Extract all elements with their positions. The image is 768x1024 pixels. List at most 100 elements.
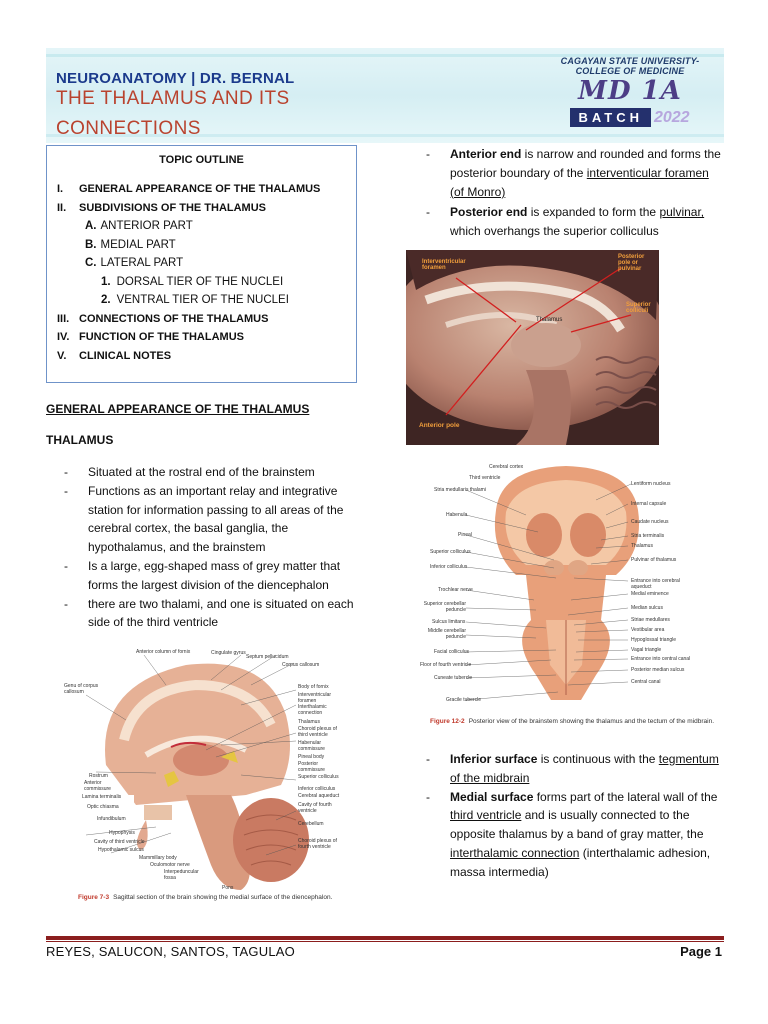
figure-label: Cerebral cortex xyxy=(489,464,524,470)
figure-label: Optic chiasma xyxy=(87,804,119,810)
thalamus-dissection-photo: Interventricular foramen Posterior pole … xyxy=(406,250,659,445)
figure-label: Interpeduncular fossa xyxy=(164,869,199,881)
figure-label: Hypothalamic sulcus xyxy=(98,847,144,853)
page-header: NEUROANATOMY | DR. BERNAL THE THALAMUS A… xyxy=(46,48,724,143)
section-subheading: THALAMUS xyxy=(46,433,114,447)
outline-item: III.CONNECTIONS OF THE THALAMUS xyxy=(57,312,269,325)
figure-label: Interthalamic connection xyxy=(298,704,327,716)
list-item: -Functions as an important relay and int… xyxy=(64,483,344,555)
figure-label: Medial eminence xyxy=(631,591,669,597)
figure-label: Habenular commissure xyxy=(298,740,325,752)
page-title-line2: CONNECTIONS xyxy=(56,118,201,139)
figure-label: Hypoglossal triangle xyxy=(631,637,677,643)
thalamus-surfaces-bullets: - Inferior surface is continuous with th… xyxy=(424,750,724,882)
header-decoration xyxy=(46,54,724,57)
list-item: - Anterior end is narrow and rounded and… xyxy=(426,147,721,199)
term-link: tegmentum of the midbrain xyxy=(450,752,719,785)
figure-label: Internal capsule xyxy=(631,501,667,507)
outline-subsubitem: 2.VENTRAL TIER OF THE NUCLEI xyxy=(101,294,289,306)
course-name: NEUROANATOMY | DR. BERNAL xyxy=(56,70,295,87)
thalamus-ends-bullets: - Anterior end is narrow and rounded and… xyxy=(424,145,724,241)
page-number: Page 1 xyxy=(680,944,722,959)
figure-caption-text: Sagittal section of the brain showing th… xyxy=(113,894,333,901)
outline-item: V.CLINICAL NOTES xyxy=(57,349,172,362)
figure-label: Third ventricle xyxy=(469,475,501,481)
figure-label: Lamina terminalis xyxy=(82,794,122,800)
list-item: - Posterior end is expanded to form the … xyxy=(426,205,705,239)
figure-label: Genu of corpus callosum xyxy=(64,683,99,695)
figure-label: Floor of fourth ventricle xyxy=(420,662,472,668)
figure-label: Cerebellum xyxy=(298,821,324,827)
term-link: interthalamic connection xyxy=(450,845,580,860)
footer-rule xyxy=(46,936,724,940)
figure-label: Vagal triangle xyxy=(631,647,662,653)
figure-label: Entrance into central canal xyxy=(631,656,691,662)
figure-label: Pons xyxy=(222,885,234,891)
figure-label: Posterior commissure xyxy=(298,761,325,773)
figure-label: Oculomotor nerve xyxy=(150,862,190,868)
figure-label: Superior colliculus xyxy=(430,549,471,555)
batch-logo: CAGAYAN STATE UNIVERSITY-COLLEGE OF MEDI… xyxy=(542,56,718,136)
figure-label: Choroid plexus of fourth ventricle xyxy=(298,838,337,850)
topic-outline: TOPIC OUTLINE I.GENERAL APPEARANCE OF TH… xyxy=(46,145,357,383)
figure-label: Thalamus xyxy=(298,719,320,725)
figure-label: Pineal body xyxy=(298,754,325,760)
outline-subitem: A.ANTERIOR PART xyxy=(85,220,193,232)
figure-number: Figure 12-2 xyxy=(430,718,465,725)
term-link: pulvinar, xyxy=(659,205,705,220)
figure-label: Superior cerebellar peduncle xyxy=(423,601,466,613)
header-decoration xyxy=(46,134,724,137)
figure-label: Hypophysis xyxy=(109,830,135,836)
outline-title: TOPIC OUTLINE xyxy=(159,154,244,166)
section-heading: GENERAL APPEARANCE OF THE THALAMUS xyxy=(46,402,310,416)
brainstem-figure: Cerebral cortex Third ventricle Stria me… xyxy=(406,460,724,740)
figure-label: Choroid plexus of third ventricle xyxy=(298,726,337,738)
figure-label: Inferior colliculus xyxy=(298,786,336,792)
brainstem-illustration xyxy=(406,460,724,715)
school-name: CAGAYAN STATE UNIVERSITY-COLLEGE OF MEDI… xyxy=(560,56,700,76)
batch-label: BATCH xyxy=(570,108,651,127)
figure-label: Trochlear nerve xyxy=(438,587,473,593)
logo-text: MD 1A xyxy=(578,76,682,106)
thalamus-bullets: -Situated at the rostral end of the brai… xyxy=(62,463,362,632)
figure-label: Mammillary body xyxy=(139,855,177,861)
outline-subsubitem: 1.DORSAL TIER OF THE NUCLEI xyxy=(101,275,284,288)
photo-label: Superior colliculi xyxy=(626,302,651,314)
figure-label: Central canal xyxy=(631,679,661,685)
figure-label: Anterior commissure xyxy=(84,780,111,792)
figure-number: Figure 7-3 xyxy=(78,894,110,901)
sagittal-illustration xyxy=(46,645,358,907)
photo-label: Anterior pole xyxy=(419,422,460,429)
figure-label: Infundibulum xyxy=(97,816,126,822)
outline-item: II.SUBDIVISIONS OF THE THALAMUS xyxy=(57,201,267,214)
list-item: -Situated at the rostral end of the brai… xyxy=(64,465,315,479)
list-item: - Medial surface forms part of the later… xyxy=(426,789,718,879)
figure-label: Gracile tubercle xyxy=(446,697,482,703)
dissection-photo-image xyxy=(406,250,659,445)
figure-label: Median sulcus xyxy=(631,605,663,611)
figure-caption-text: Posterior view of the brainstem showing … xyxy=(468,718,715,725)
figure-label: Stria medullaris thalami xyxy=(434,487,486,493)
outline-item: IV.FUNCTION OF THE THALAMUS xyxy=(57,331,244,343)
figure-label: Anterior column of fornix xyxy=(136,649,191,655)
photo-label: Interventricular foramen xyxy=(422,259,466,271)
figure-label: Inferior colliculus xyxy=(430,564,468,570)
figure-label: Caudate nucleus xyxy=(631,519,669,525)
outline-subitem: C.LATERAL PART xyxy=(85,257,184,269)
figure-label: Middle cerebellar peduncle xyxy=(427,628,466,640)
sagittal-section-figure: Anterior column of fornix Cingulate gyru… xyxy=(46,645,358,907)
figure-label: Lentiform nucleus xyxy=(631,481,671,487)
figure-label: Striae medullares xyxy=(631,617,670,623)
figure-label: Cuneate tubercle xyxy=(434,675,473,681)
figure-label: Cavity of third ventricle xyxy=(94,839,145,845)
figure-label: Cingulate gyrus xyxy=(211,650,246,656)
page-title-line1: THE THALAMUS AND ITS xyxy=(56,88,290,109)
figure-label: Facial colliculus xyxy=(434,649,470,655)
header-background xyxy=(46,48,724,143)
footer-rule-thin xyxy=(46,941,724,942)
outline-item: I.GENERAL APPEARANCE OF THE THALAMUS xyxy=(57,183,321,195)
figure-label: Posterior median sulcus xyxy=(631,667,685,673)
figure-label: Sulcus limitans xyxy=(432,619,466,625)
